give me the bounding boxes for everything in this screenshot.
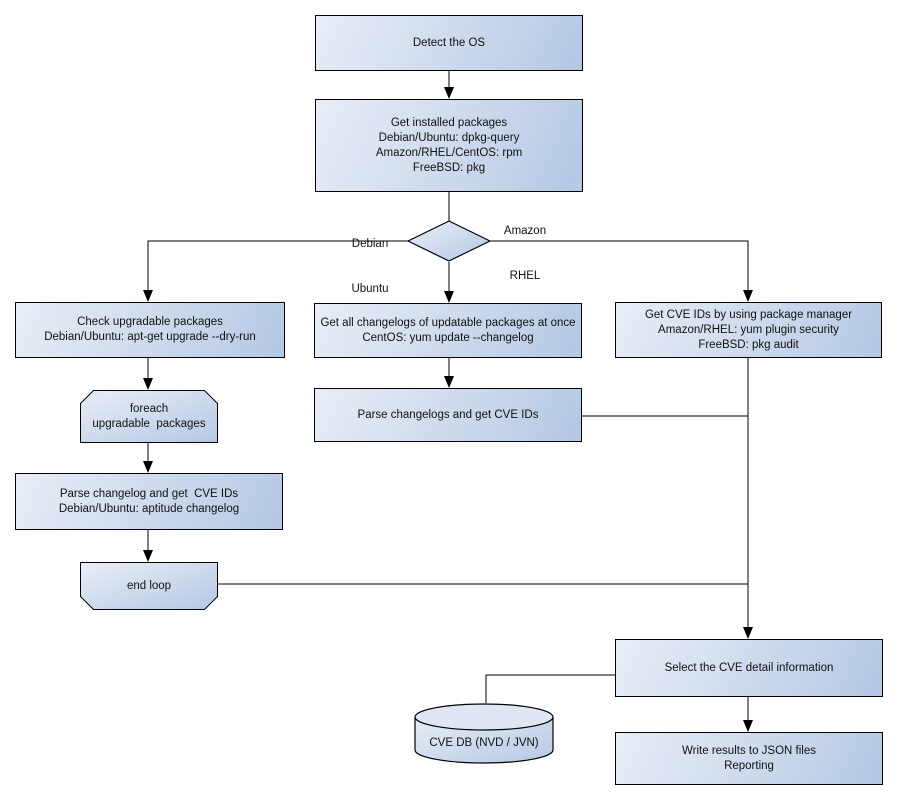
- node-end-loop: end loop: [80, 562, 218, 610]
- node-line: Debian/Ubuntu: dpkg-query: [378, 131, 520, 144]
- database-cylinder-shape: [414, 703, 554, 764]
- edge-trunk-to-select-cve: [743, 358, 753, 639]
- node-write-results: Write results to JSON files Reporting: [615, 732, 883, 785]
- node-line: Get CVE IDs by using package manager: [644, 308, 853, 321]
- edge-detect-to-installed: [444, 71, 454, 99]
- node-get-cve-ids-pkg-manager: Get CVE IDs by using package manager Ama…: [615, 302, 882, 358]
- edge-select-to-write-results: [743, 697, 753, 732]
- node-parse-changelogs-mid: Parse changelogs and get CVE IDs: [314, 388, 582, 442]
- loop-end-shape: [80, 562, 218, 610]
- node-detect-os: Detect the OS: [315, 15, 583, 71]
- node-os-decision-diamond: [407, 220, 491, 262]
- node-select-cve-detail: Select the CVE detail information: [615, 639, 883, 697]
- node-line: Detect the OS: [412, 36, 486, 49]
- node-line: Amazon/RHEL: yum plugin security: [658, 323, 839, 336]
- node-foreach-loop-start: foreach upgradable packages: [80, 390, 218, 443]
- node-line: Write results to JSON files: [682, 744, 816, 757]
- node-line: Get all changelogs of updatable packages…: [320, 316, 576, 329]
- node-line: Parse changelogs and get CVE IDs: [357, 408, 539, 421]
- edge-parse-changelog-to-end-loop: [143, 530, 153, 562]
- node-line: Reporting: [724, 759, 774, 772]
- node-line: FreeBSD: pkg audit: [698, 338, 799, 351]
- edge-get-changelogs-to-parse-changelogs: [444, 358, 454, 388]
- node-line: Select the CVE detail information: [664, 661, 834, 674]
- node-get-installed-packages: Get installed packages Debian/Ubuntu: dp…: [315, 99, 583, 192]
- node-line: Debian/Ubuntu: apt-get upgrade --dry-run: [44, 331, 256, 343]
- node-line: Get installed packages: [390, 116, 508, 129]
- edge-decision-to-get-changelogs: [444, 262, 454, 303]
- node-line: Amazon/RHEL/CentOS: rpm: [375, 146, 523, 159]
- diamond-shape: [407, 220, 491, 262]
- node-line: FreeBSD: pkg: [412, 161, 486, 174]
- edge-foreach-to-parse-changelog: [143, 443, 153, 473]
- node-label: end loop: [126, 579, 172, 592]
- branch-label-debian-ubuntu: Debian Ubuntu: [351, 238, 389, 295]
- node-check-upgradable-packages: Check upgradable packages Debian/Ubuntu:…: [15, 302, 285, 358]
- node-label: CVE DB (NVD / JVN): [429, 736, 539, 749]
- node-line: Check upgradable packages: [77, 316, 223, 328]
- edge-check-to-foreach: [143, 358, 153, 390]
- edge-decision-to-get-cve-ids: [490, 240, 753, 302]
- edge-decision-to-check-upgradable: [143, 240, 408, 302]
- node-line: Parse changelog and get CVE IDs: [59, 487, 239, 500]
- node-line: CentOS: yum update --changelog: [362, 331, 534, 344]
- edge-select-to-cve-db: [485, 674, 615, 703]
- node-get-all-changelogs: Get all changelogs of updatable packages…: [314, 303, 582, 358]
- node-parse-changelog-left: Parse changelog and get CVE IDs Debian/U…: [15, 473, 283, 530]
- node-label: foreach upgradable packages: [92, 402, 206, 430]
- node-cve-db-cylinder: CVE DB (NVD / JVN): [414, 703, 554, 765]
- loop-start-shape: [80, 390, 218, 443]
- node-line: Debian/Ubuntu: aptitude changelog: [58, 502, 240, 515]
